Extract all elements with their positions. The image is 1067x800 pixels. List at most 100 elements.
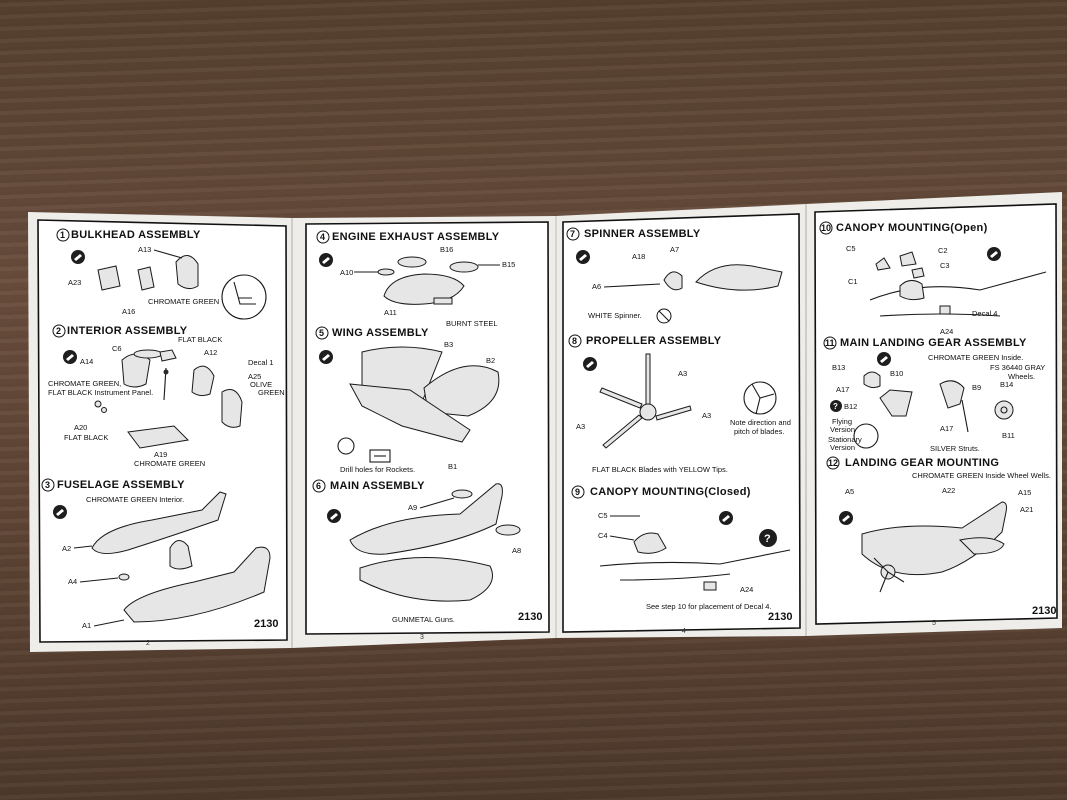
label-white-spinner: WHITE Spinner. bbox=[588, 311, 642, 320]
page-3: 4 ENGINE EXHAUST ASSEMBLY B16 A10 B15 A1… bbox=[305, 221, 550, 641]
canopy-closed bbox=[633, 532, 667, 554]
label-gunmetal: GUNMETAL Guns. bbox=[392, 615, 455, 624]
step-4-title: ENGINE EXHAUST ASSEMBLY bbox=[332, 231, 500, 243]
label-flat-black-2: FLAT BLACK bbox=[178, 335, 222, 344]
drill-detail-circle bbox=[337, 437, 355, 455]
aircraft-underside bbox=[861, 501, 1007, 576]
part-a24-open bbox=[939, 305, 951, 315]
help-icon-2 bbox=[830, 400, 842, 412]
blade-direction-circle bbox=[743, 381, 777, 415]
label-b14: B14 bbox=[1000, 380, 1013, 389]
wheel-b14 bbox=[994, 400, 1014, 420]
fuselage-half-lower bbox=[123, 546, 271, 623]
label-stationary-2: Version bbox=[830, 443, 855, 452]
label-chromate-interior: CHROMATE GREEN Interior. bbox=[86, 495, 184, 504]
part-b16 bbox=[397, 256, 427, 268]
label-b15: B15 bbox=[502, 260, 515, 269]
label-b3: B3 bbox=[444, 340, 453, 349]
label-silver: SILVER Struts. bbox=[930, 444, 980, 453]
label-c5-open: C5 bbox=[846, 244, 856, 253]
part-a13 bbox=[175, 255, 199, 290]
step-10-number: 10 bbox=[821, 223, 831, 233]
part-a25 bbox=[191, 365, 215, 397]
part-b15 bbox=[449, 261, 479, 273]
page-number-5: 5 bbox=[932, 620, 936, 627]
label-a13: A13 bbox=[138, 245, 151, 254]
page-5: 10 CANOPY MOUNTING(Open) C5 C2 C3 C1 Dec… bbox=[814, 203, 1058, 627]
part-c2 bbox=[899, 251, 917, 267]
label-b13: B13 bbox=[832, 363, 845, 372]
step-8-marker bbox=[568, 334, 582, 348]
kit-number-page-2: 2130 bbox=[254, 618, 278, 630]
label-a12: A12 bbox=[204, 348, 217, 357]
kit-number-page-5: 2130 bbox=[1032, 605, 1056, 617]
label-a10: A10 bbox=[340, 268, 353, 277]
step-4-number: 4 bbox=[320, 232, 325, 242]
step-5-number: 5 bbox=[319, 328, 324, 338]
label-a1: A1 bbox=[82, 621, 91, 630]
label-green: GREEN bbox=[258, 388, 285, 397]
label-a14: A14 bbox=[80, 357, 93, 366]
part-a23 bbox=[97, 265, 121, 291]
label-chromate-wells: CHROMATE GREEN Inside Wheel Wells. bbox=[912, 471, 1051, 480]
step-12-marker bbox=[826, 456, 840, 470]
step-3-marker bbox=[41, 478, 55, 492]
label-a23: A23 bbox=[68, 278, 81, 287]
step-9-title: CANOPY MOUNTING(Closed) bbox=[590, 486, 751, 498]
label-flat-black-3: FLAT BLACK bbox=[64, 433, 108, 442]
strut-detail-circle bbox=[853, 423, 879, 449]
label-a3-left: A3 bbox=[576, 422, 585, 431]
label-chromate-green-1: CHROMATE GREEN bbox=[148, 297, 219, 306]
part-c5 bbox=[875, 257, 891, 271]
step-5-title: WING ASSEMBLY bbox=[332, 327, 429, 339]
drill-detail-box bbox=[369, 449, 391, 463]
step-2-title: INTERIOR ASSEMBLY bbox=[67, 325, 188, 337]
step-6-title: MAIN ASSEMBLY bbox=[330, 480, 425, 492]
step-9-number: 9 bbox=[575, 487, 580, 497]
label-c4: C4 bbox=[598, 531, 608, 540]
step-4-marker bbox=[316, 230, 330, 244]
label-decal4: Decal 4 bbox=[972, 309, 997, 318]
label-chromate-line1: CHROMATE GREEN, bbox=[48, 379, 121, 388]
label-chromate-inside: CHROMATE GREEN Inside. bbox=[928, 353, 1023, 362]
page-4: 7 SPINNER ASSEMBLY A7 A18 A6 WHITE Spinn… bbox=[562, 213, 801, 635]
label-a6: A6 bbox=[592, 282, 601, 291]
page-number-3: 3 bbox=[420, 634, 424, 641]
label-a17-a: A17 bbox=[836, 385, 849, 394]
label-see-step: See step 10 for placement of Decal 4. bbox=[646, 602, 772, 611]
step-8-number: 8 bbox=[572, 336, 577, 346]
page-4-frame bbox=[562, 213, 801, 633]
blade-left bbox=[602, 414, 643, 449]
label-a11: A11 bbox=[384, 308, 397, 317]
part-c3 bbox=[911, 267, 925, 279]
step-6-number: 6 bbox=[316, 481, 321, 491]
exhaust-stack bbox=[433, 297, 453, 305]
label-c5: C5 bbox=[598, 511, 608, 520]
svg-text:?: ? bbox=[764, 533, 771, 545]
part-a8 bbox=[495, 524, 521, 536]
step-6-marker bbox=[312, 479, 326, 493]
step-1-marker bbox=[56, 228, 70, 242]
part-c6 bbox=[133, 349, 163, 359]
wing-main bbox=[359, 557, 493, 602]
step-11-title: MAIN LANDING GEAR ASSEMBLY bbox=[840, 337, 1027, 349]
blade-right bbox=[655, 405, 692, 421]
kit-number-page-4: 2130 bbox=[768, 611, 792, 623]
label-chromate-green-2: CHROMATE GREEN bbox=[134, 459, 205, 468]
label-b16: B16 bbox=[440, 245, 453, 254]
step-7-title: SPINNER ASSEMBLY bbox=[584, 228, 701, 240]
page-2: 1 BULKHEAD ASSEMBLY A13 A23 A16 CHROMATE… bbox=[37, 219, 288, 647]
tail-plane bbox=[958, 537, 1005, 555]
step-10-title: CANOPY MOUNTING(Open) bbox=[836, 222, 988, 234]
step-11-number: 11 bbox=[825, 338, 835, 348]
fuselage-main bbox=[349, 483, 503, 555]
step-12-number: 12 bbox=[828, 458, 838, 468]
label-fs-2: Wheels. bbox=[1008, 372, 1035, 381]
label-b10: B10 bbox=[890, 369, 903, 378]
svg-text:?: ? bbox=[833, 402, 838, 411]
label-chromate-line2: FLAT BLACK Instrument Panel. bbox=[48, 388, 153, 397]
gear-door-b10 bbox=[879, 389, 913, 417]
label-note-2: pitch of blades. bbox=[734, 427, 784, 436]
step-8-title: PROPELLER ASSEMBLY bbox=[586, 335, 722, 347]
